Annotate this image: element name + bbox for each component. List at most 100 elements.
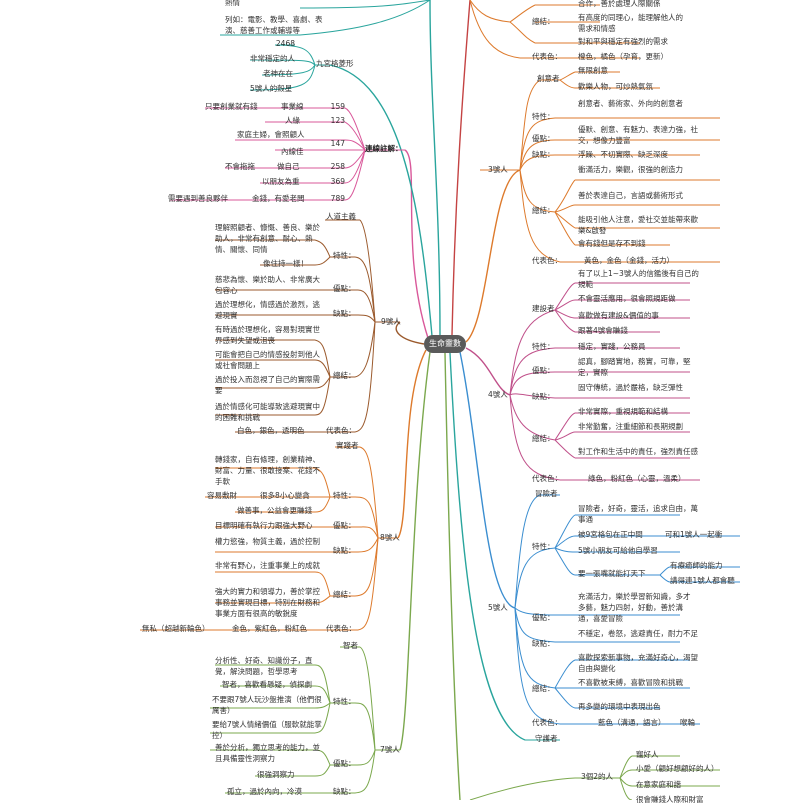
- note-number[interactable]: 159: [330, 102, 345, 111]
- node-8-color-note[interactable]: 無私（超越新輪色）: [142, 624, 210, 633]
- node-9-color[interactable]: 白色，銀色，透明色: [237, 426, 305, 435]
- node-6-item[interactable]: 小愛（顧好想顧好的人）: [636, 764, 719, 773]
- node-9-trait-label[interactable]: 特性：: [333, 251, 356, 260]
- node-4-adv[interactable]: 認真，腳踏實地，務實，可靠，堅定，實際: [578, 357, 691, 377]
- note-name[interactable]: 人緣: [285, 116, 300, 125]
- center-node[interactable]: 生命靈數: [424, 335, 466, 353]
- node-8-dis-label[interactable]: 缺點：: [333, 546, 356, 555]
- node-9-type[interactable]: 人道主義: [326, 212, 356, 221]
- node-top-color[interactable]: 橙色，橘色（孕育，更新）: [578, 52, 668, 61]
- node-grid-label[interactable]: 九宮格菱形: [316, 59, 354, 68]
- node-top-text[interactable]: 列如：電影、教學、喜劇、表演、慈善工作或輔導等: [225, 15, 323, 35]
- node-9-sum-label[interactable]: 總結：: [333, 371, 356, 380]
- node-3-dis-label[interactable]: 缺點：: [532, 150, 555, 159]
- note-number[interactable]: 147: [330, 139, 345, 148]
- node-5-dis-label[interactable]: 缺點：: [532, 639, 555, 648]
- node-4-trait-label[interactable]: 特性：: [532, 342, 555, 351]
- node-7-trait[interactable]: 不要跟7號人玩沙盤推演（他們很厲害）: [212, 695, 322, 715]
- node-5-trait[interactable]: 要一張嘴就能打天下: [578, 569, 646, 578]
- note-number[interactable]: 123: [330, 116, 345, 125]
- node-7-adv[interactable]: 很強洞察力: [257, 770, 295, 779]
- node-7-dis-label[interactable]: 缺點：: [333, 787, 356, 796]
- node-4-type-item[interactable]: 不會靈活應用，很會照規距做: [578, 294, 676, 303]
- node-4-dis-label[interactable]: 缺點：: [532, 392, 555, 401]
- node-5-trait[interactable]: 可和1號人一起衝: [665, 530, 723, 539]
- node-5-sum[interactable]: 不喜歡被束縛，喜歡冒險和挑戰: [578, 678, 683, 687]
- node-6-sub-label[interactable]: 3個2的人: [581, 772, 614, 781]
- node-7-adv[interactable]: 善於分析，獨立思考的能力，並且具備靈性洞察力: [215, 743, 320, 763]
- node-8-sum[interactable]: 強大的實力和領導力，善於掌控事務並實現目標，特別在財務和事業方面有很高的敏銳度: [215, 587, 320, 618]
- node-8-adv-label[interactable]: 優點：: [333, 521, 356, 530]
- note-name[interactable]: 做自己: [277, 162, 300, 171]
- note-name[interactable]: 金錢，有愛老闆: [252, 194, 305, 203]
- node-4-type-item[interactable]: 喜歡做有建設&價值的事: [578, 311, 659, 320]
- node-3-sum[interactable]: 能吸引他人注意，愛社交並能帶來歡樂&啟發: [578, 215, 698, 235]
- node-5-trait[interactable]: 冒險者，好奇，靈活，追求自由，萬事通: [578, 504, 698, 524]
- node-5-dis[interactable]: 不穩定，卷怒，逃避責任，耐力不足: [578, 629, 698, 638]
- node-5-sum[interactable]: 再多變的環境中表現出色: [578, 702, 661, 711]
- node-5-label[interactable]: 5號人: [488, 603, 508, 612]
- node-9-adv[interactable]: 慈悲為懷、樂於助人、非常廣大包容心: [215, 275, 320, 295]
- node-4-type-item[interactable]: 跟著4號會賺錢: [578, 326, 628, 335]
- node-grid-item[interactable]: 2468: [275, 39, 295, 48]
- node-8-color-label[interactable]: 代表色：: [326, 624, 356, 633]
- node-5-trait[interactable]: 講得連1號人都會聽: [670, 576, 735, 585]
- node-5-trait[interactable]: 5號小朋友可給他自學習: [578, 546, 658, 555]
- note-name[interactable]: 內線佳: [281, 147, 304, 156]
- node-8-trait[interactable]: 容易敷財: [207, 491, 237, 500]
- node-9-trait[interactable]: 理解照顧者、慷慨、善良、樂於助人，非常有創意、耐心、熱情、關懷、同情: [215, 223, 320, 254]
- node-5-sum-label[interactable]: 總結：: [532, 684, 555, 693]
- node-7-trait[interactable]: 智者，喜歡看懸疑，偵探劇: [222, 680, 312, 689]
- node-8-color[interactable]: 金色，紫紅色，粉紅色: [232, 624, 307, 633]
- node-8-type[interactable]: 實踐者: [336, 441, 359, 450]
- node-5-trait[interactable]: 被9宮格包在正中間: [578, 530, 643, 539]
- node-5-sum[interactable]: 喜歡探索新事物，充滿好奇心，渴望自由與變化: [578, 653, 698, 673]
- note-name[interactable]: 以朋友為重: [262, 177, 300, 186]
- node-4-sum[interactable]: 對工作和生活中的責任，強烈責任感: [578, 447, 698, 456]
- node-3-type-item[interactable]: 歡樂人物，可炒熱氣氛: [578, 82, 653, 91]
- node-6-item[interactable]: 在意家庭和諧: [636, 780, 681, 789]
- note-text[interactable]: 只要創業就有錢: [205, 102, 258, 111]
- node-5-adv[interactable]: 充滿活力，樂於學習新知識，多才多藝，魅力四射，好動，善於溝通，喜愛冒險: [578, 592, 691, 623]
- node-9-sum[interactable]: 有時過於理想化，容易對現實世界感到失望或沮喪: [215, 325, 320, 345]
- node-9-sum[interactable]: 過於投入而忽視了自己的實際需要: [215, 375, 320, 395]
- node-7-trait-label[interactable]: 特性：: [333, 697, 356, 706]
- node-9-adv-label[interactable]: 優點：: [333, 284, 356, 293]
- node-grid-item[interactable]: 老神在在: [263, 69, 293, 78]
- node-3-color[interactable]: 黃色，金色（金錢，活力）: [584, 256, 674, 265]
- node-top-item[interactable]: 合作，善於處理人際關係: [578, 0, 661, 8]
- node-5-type[interactable]: 冒險者: [535, 489, 558, 498]
- note-name[interactable]: 事業線: [281, 102, 304, 111]
- node-8-trait[interactable]: 轉錢家，自有條理，創業精神、財富、力量、很敢接案、花錢不手軟: [215, 455, 320, 486]
- node-3-sum-label[interactable]: 總結：: [532, 206, 555, 215]
- node-4-label[interactable]: 4號人: [488, 390, 508, 399]
- note-number[interactable]: 369: [330, 177, 345, 186]
- node-4-sum-label[interactable]: 總結：: [532, 434, 555, 443]
- node-3-trait-label[interactable]: 特性：: [532, 112, 555, 121]
- node-9-trait[interactable]: 像住持一樣！: [263, 259, 308, 268]
- node-8-trait[interactable]: 做善事，公益會更賺錢: [237, 506, 312, 515]
- node-3-type[interactable]: 創意者: [537, 74, 560, 83]
- node-top-item[interactable]: 有高度的同理心，能理解他人的需求和情感: [578, 13, 683, 33]
- node-9-dis-label[interactable]: 缺點：: [333, 309, 356, 318]
- node-3-color-label[interactable]: 代表色：: [532, 256, 562, 265]
- node-3-sum[interactable]: 會有錢但是存不到錢: [578, 239, 646, 248]
- node-7-dis[interactable]: 孤立，過於內向，冷漠: [227, 787, 302, 796]
- node-grid-item[interactable]: 非常穩定的人: [250, 54, 295, 63]
- node-8-trait[interactable]: 很多8小心變貪: [260, 491, 310, 500]
- node-3-adv[interactable]: 優默、創意、有魅力、表達力強，社交，想像力豐富: [578, 125, 698, 145]
- node-top-item[interactable]: 對和平與穩定有強烈的需求: [578, 37, 668, 46]
- node-5-trait-label[interactable]: 特性：: [532, 542, 555, 551]
- node-3-sum[interactable]: 衝滿活力，樂觀，很強的創造力: [578, 165, 683, 174]
- node-3-trait[interactable]: 創意者、藝術家、外向的創意者: [578, 99, 683, 108]
- node-8-sum[interactable]: 非常有野心，注重事業上的成就: [215, 561, 320, 570]
- node-4-type[interactable]: 建設者: [532, 304, 555, 313]
- node-6-item[interactable]: 寵好人: [636, 750, 659, 759]
- node-7-trait[interactable]: 要給7號人情緒價值（服軟就能掌控）: [212, 720, 322, 740]
- node-top-sum-label[interactable]: 總結：: [532, 17, 555, 26]
- note-text[interactable]: 不會拖拖: [225, 162, 255, 171]
- node-4-type-item[interactable]: 有了以上1~3號人的信鑑後有自己的規範: [578, 269, 699, 289]
- note-text[interactable]: 需要遇到善良夥伴: [168, 194, 228, 203]
- node-grid-item[interactable]: 5號人的殼星: [250, 84, 293, 93]
- node-9-sum[interactable]: 可能會把自己的情感投射到他人或社會問題上: [215, 350, 320, 370]
